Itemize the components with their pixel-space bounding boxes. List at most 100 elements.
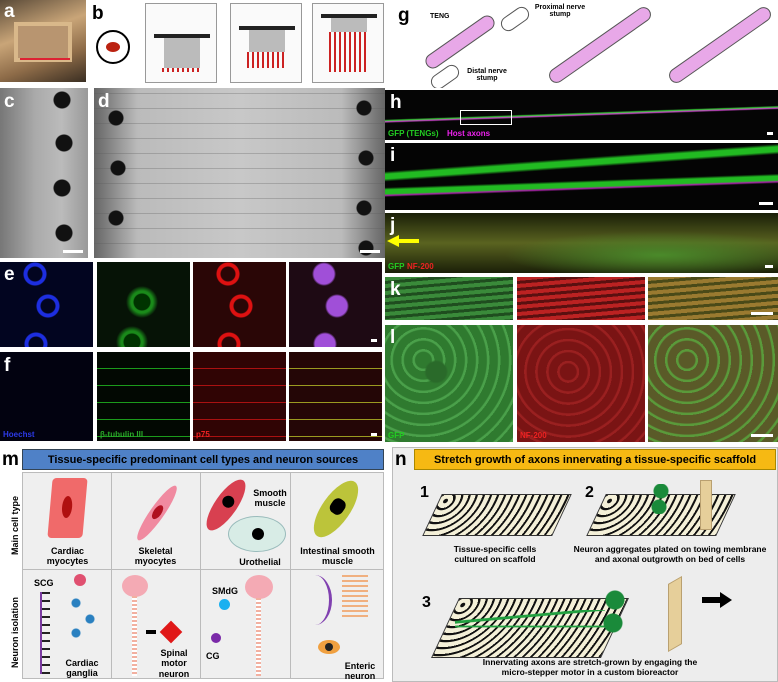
- panel-label-j: j: [390, 215, 396, 236]
- label-cg: CG: [206, 651, 220, 661]
- gfp-teng-label: GFP (TENGs): [388, 129, 439, 138]
- label-intestinal-smooth-muscle: Intestinal smooth muscle: [300, 546, 375, 567]
- brightfield-image-d: [94, 88, 385, 258]
- panel-label-f: f: [4, 355, 11, 376]
- caption-step-3: Innervating axons are stretch-grown by e…: [482, 657, 698, 678]
- scale-bar: [371, 433, 377, 436]
- panel-label-n: n: [395, 449, 407, 470]
- urothelial-drawing: [228, 516, 286, 552]
- neuron-aggregates-step-3: [602, 590, 628, 634]
- gfp-label: GFP: [388, 262, 405, 271]
- teng-construct: [425, 15, 495, 69]
- merge-image-f: [289, 352, 382, 441]
- distal-stump-label: Distal nerve stump: [467, 68, 507, 82]
- step-1-number: 1: [420, 484, 429, 501]
- bioreactor-photo: [0, 0, 86, 82]
- btubulin-image-f: β-tubulin III: [97, 352, 190, 441]
- merge-image-e: [289, 262, 382, 347]
- merge-image-l: [648, 325, 778, 442]
- yellow-arrow-icon: [387, 235, 419, 247]
- ganglia-chain-drawing: [68, 595, 98, 640]
- panel-label-d: d: [98, 91, 110, 112]
- aggregate: [106, 42, 120, 52]
- gfp-image-k: [385, 277, 513, 320]
- scale-bar: [360, 250, 380, 253]
- label-smdg: SMdG: [212, 586, 238, 596]
- panel-n-header: Stretch growth of axons innervating a ti…: [414, 449, 776, 470]
- scale-bar: [751, 434, 773, 437]
- towing-bar-step-3: [668, 575, 682, 653]
- smdg-neuron-drawing: [219, 599, 230, 610]
- pull-arrow-icon: [702, 592, 732, 608]
- gfp-image-l: GFP: [385, 325, 513, 442]
- implant-schematic: [425, 6, 771, 88]
- implanted-teng-1: [549, 7, 651, 83]
- red-membrane: [20, 58, 70, 60]
- distal-stump: [430, 64, 460, 88]
- hoechst-image-e: [0, 262, 93, 347]
- p75-label: p75: [196, 430, 210, 439]
- label-spinal-motor-neuron: Spinal motor neuron: [158, 648, 190, 679]
- panel-label-m: m: [2, 449, 19, 470]
- p75-image-f: p75: [193, 352, 286, 441]
- hoechst-image-f: Hoechst: [0, 352, 93, 441]
- proximal-stump-label: Proximal nerve stump: [534, 4, 586, 18]
- nf200-image-l: NF-200: [517, 325, 645, 442]
- step-3-number: 3: [422, 594, 431, 611]
- hoechst-label: Hoechst: [3, 430, 35, 439]
- arrow-icon: [146, 630, 156, 634]
- proximal-stump: [500, 6, 530, 32]
- panel-label-c: c: [4, 91, 15, 112]
- stretch-stage-2: [230, 3, 302, 83]
- sympathetic-chain-drawing: [40, 592, 50, 674]
- gfp-label: GFP: [388, 431, 405, 440]
- scale-bar: [765, 265, 773, 268]
- label-cardiac-myocytes: Cardiac myocytes: [46, 546, 89, 567]
- towing-bar-step-2: [700, 480, 712, 530]
- stretch-stage-1: [145, 3, 217, 83]
- brain-drawing: [245, 575, 273, 599]
- implanted-teng-2: [669, 7, 771, 83]
- row-label-main-cell-type: Main cell type: [10, 495, 20, 555]
- bioreactor-frame: [14, 22, 72, 62]
- panel-m-header: Tissue-specific predominant cell types a…: [22, 449, 384, 470]
- spinal-cord-drawing: [132, 596, 137, 676]
- nf200-label: NF-200: [407, 262, 434, 271]
- btubulin-image-e: [97, 262, 190, 347]
- fluorescence-image-i: [385, 143, 778, 210]
- label-skeletal-myocytes: Skeletal myocytes: [134, 546, 177, 567]
- step-2-number: 2: [585, 484, 594, 501]
- panel-label-h: h: [390, 92, 402, 113]
- nf200-image-k: [517, 277, 645, 320]
- merge-image-k: [648, 277, 778, 320]
- scale-bar: [767, 132, 773, 135]
- intestine-drawing: [342, 575, 368, 619]
- fluorescence-image-h: GFP (TENGs) Host axons: [385, 90, 778, 140]
- heart-ganglia-drawing: [74, 574, 86, 586]
- panel-label-b: b: [92, 3, 104, 24]
- scale-bar: [63, 250, 83, 253]
- cg-neuron-drawing: [211, 633, 221, 643]
- btubulin-label: β-tubulin III: [100, 430, 144, 439]
- label-enteric-neuron: Enteric neuron: [344, 661, 376, 682]
- scale-bar: [751, 312, 773, 315]
- axons-step-3: [455, 610, 605, 632]
- caption-step-1: Tissue-specific cells cultured on scaffo…: [453, 544, 537, 565]
- scaffold-step-1: [422, 494, 572, 536]
- enteric-neuron-drawing: [318, 640, 340, 654]
- gut-wall-drawing: [298, 575, 332, 625]
- nf200-label: NF-200: [520, 431, 547, 440]
- p75-image-e: [193, 262, 286, 347]
- row-label-neuron-isolation: Neuron isolation: [10, 596, 20, 668]
- brain-spinal-cord-drawing: [122, 575, 148, 597]
- scale-bar: [759, 202, 773, 205]
- brightfield-image-c: [0, 88, 88, 258]
- inset-box: [460, 110, 512, 125]
- panel-label-g: g: [398, 5, 410, 26]
- fluorescence-image-j: GFP NF-200: [385, 213, 778, 273]
- spinal-cord-drawing-2: [256, 598, 261, 676]
- aggregate-zoom-circle: [96, 30, 130, 64]
- label-scg: SCG: [34, 578, 54, 588]
- caption-step-2: Neuron aggregates plated on towing membr…: [573, 544, 767, 565]
- scale-bar: [371, 339, 377, 342]
